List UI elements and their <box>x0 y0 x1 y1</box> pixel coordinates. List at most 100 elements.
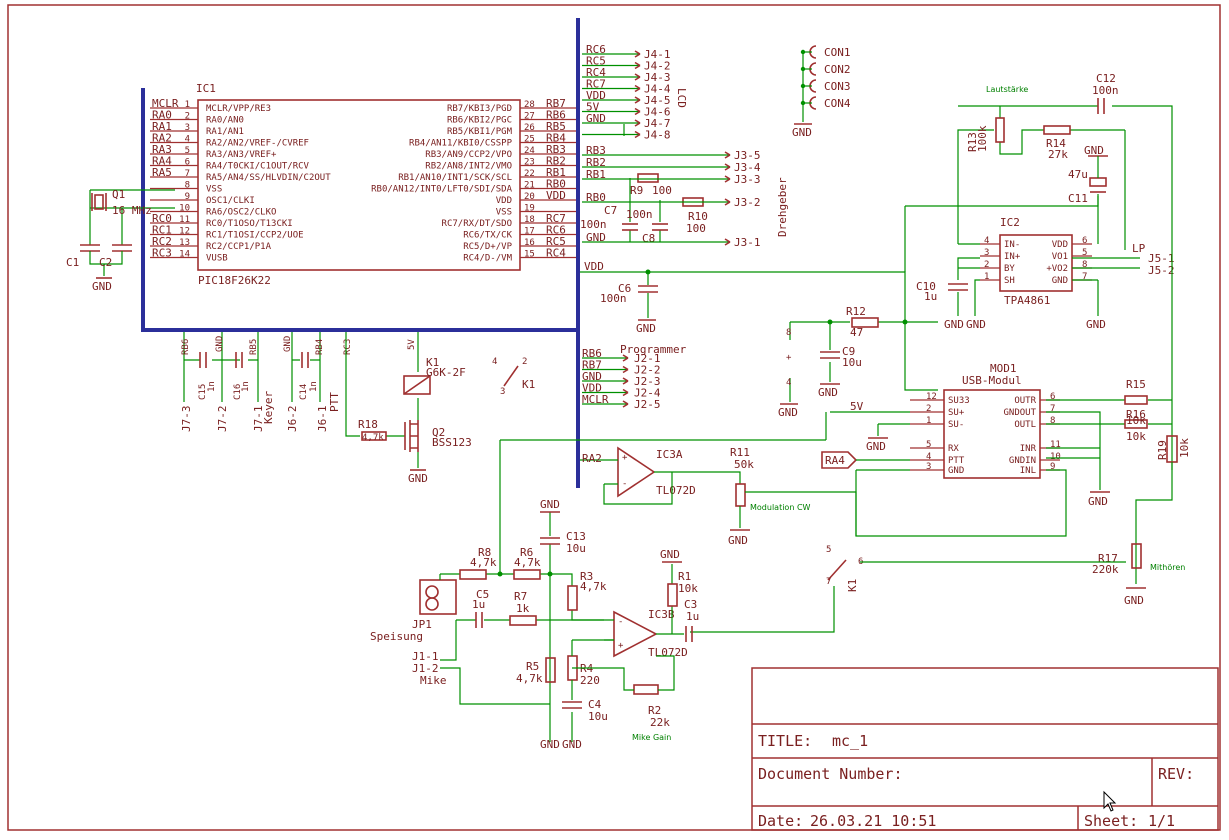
c12-name: C12 <box>1096 72 1116 85</box>
r19-value: 10k <box>1178 438 1191 458</box>
ic1-pinnum-left: 8 <box>185 181 190 191</box>
ic1-pinnum-left: 9 <box>185 192 190 202</box>
mod1-pinfunc: RX <box>948 444 959 454</box>
prog-pin: J2-3 <box>634 375 661 388</box>
c15-name: C15 <box>198 384 208 400</box>
c4-value: 10u <box>588 710 608 723</box>
ic1-net-left: RA5 <box>152 166 172 179</box>
mod1-pinnum: 3 <box>926 462 931 472</box>
r5-name: R5 <box>526 660 539 673</box>
mod1-pinfunc: GNDOUT <box>1003 408 1036 418</box>
keyer-label: Keyer <box>262 391 275 424</box>
lcd-pin: J4-1 <box>644 48 671 61</box>
con-pin: CON3 <box>824 80 851 93</box>
ic1-net-left: RA0 <box>152 109 172 122</box>
k1-switch-name: K1 <box>522 378 535 391</box>
ic2-pinfunc: VO1 <box>1052 252 1068 262</box>
ptt-label: PTT <box>328 392 341 412</box>
lcd-net: RC6 <box>586 43 606 56</box>
ic1-net-right: RB2 <box>546 155 566 168</box>
ic1-body <box>197 99 521 271</box>
r12-name: R12 <box>846 305 866 318</box>
c13-name: C13 <box>566 530 586 543</box>
con-pin: CON2 <box>824 63 851 76</box>
c9-gnd: GND <box>818 386 838 399</box>
net-gnd-b2: GND <box>283 336 293 352</box>
c4-name: C4 <box>588 698 602 711</box>
c10-value: 1u <box>924 290 937 303</box>
ic1-net-right: RB4 <box>546 132 566 145</box>
date-value: 26.03.21 10:51 <box>810 812 936 830</box>
j1-2: J1-2 <box>412 662 439 675</box>
ic2-gnd1: GND <box>944 318 964 331</box>
ic1-pinfunc-right: RC4/D-/VM <box>463 254 512 264</box>
svg-text:+: + <box>618 641 624 651</box>
ic1-pinfunc-right: RC5/D+/VP <box>463 242 512 252</box>
ic1-pinnum-right: 16 <box>524 238 535 248</box>
jp1-label: Speisung <box>370 630 423 643</box>
ic3b: -+ IC3B TL072D C3 1u R1 10k GND GND C13 … <box>370 498 699 751</box>
ic1-net-right: RC7 <box>546 212 566 225</box>
ic1-pinnum-right: 24 <box>524 146 535 156</box>
ic1-pinfunc-right: RB7/KBI3/PGD <box>447 104 512 114</box>
j6-1: J6-1 <box>316 406 329 433</box>
ic1-net-left: RC0 <box>152 212 172 225</box>
net-rc3-bottom: RC3 <box>343 339 353 355</box>
ic3a-part: TL072D <box>656 484 696 497</box>
ic1-net-right: RC5 <box>546 235 566 248</box>
lcd-net: GND <box>586 112 606 125</box>
prog-net: MCLR <box>582 393 609 406</box>
ic1-pinnum-right: 18 <box>524 215 535 225</box>
ic3b-name: IC3B <box>648 608 675 621</box>
k1-pin4: 4 <box>492 357 497 367</box>
mod1-pinnum: 11 <box>1050 440 1061 450</box>
r13-value: 100k <box>976 125 989 152</box>
k1-5v: 5V <box>407 339 417 350</box>
dreh-net: RB3 <box>586 144 606 157</box>
bus-main <box>141 18 580 332</box>
c14-name: C14 <box>299 384 309 400</box>
net-rb6-bottom: RB6 <box>181 339 191 355</box>
r5-gnd: GND <box>540 738 560 751</box>
mod1-pinfunc: GND <box>948 466 964 476</box>
r3-value: 4,7k <box>580 580 607 593</box>
lcd-net: RC7 <box>586 78 606 91</box>
vdd-c6: VDD C6 100n GND <box>580 260 938 391</box>
mod1-pinnum: 1 <box>926 416 931 426</box>
ic1-net-left: RA3 <box>152 143 172 156</box>
c8-value: 100n <box>626 208 653 221</box>
mod1-name: MOD1 <box>990 362 1017 375</box>
prog-net: RB7 <box>582 359 602 372</box>
c2-name: C2 <box>99 256 112 269</box>
ic1-pinfunc-left: VSS <box>206 185 222 195</box>
ic1-pinnum-right: 23 <box>524 158 535 168</box>
con-gnd: GND <box>792 126 812 139</box>
drehgeber-connector: Drehgeber R9 100 R10 100 C7 100n 100n C8… <box>580 144 789 249</box>
ic1-pinnum-right: 26 <box>524 123 535 133</box>
ic1-pinnum-right: 17 <box>524 227 535 237</box>
ic3b-part: TL072D <box>648 646 688 659</box>
r15-value: 10k <box>1126 414 1146 427</box>
ic1-pinnum-left: 2 <box>185 112 190 122</box>
ic1-pinnum-left: 3 <box>185 123 190 133</box>
ic1-net-right: RB3 <box>546 143 566 156</box>
sheet-label: Sheet: <box>1084 812 1138 830</box>
ic1-pinfunc-left: RA6/OSC2/CLKO <box>206 208 276 218</box>
ic1-net-left: RC1 <box>152 224 172 237</box>
r17-value: 220k <box>1092 563 1119 576</box>
r2-name: R2 <box>648 704 661 717</box>
ic1-pinnum-right: 25 <box>524 135 535 145</box>
mod1-5v: 5V <box>850 400 864 413</box>
programmer-label: Programmer <box>620 343 687 356</box>
mod1-pinfunc: GNDIN <box>1009 456 1036 466</box>
mod1-pinfunc: SU33 <box>948 396 970 406</box>
ic1-pinfunc-left: RC2/CCP1/P1A <box>206 242 272 252</box>
ic1-pinnum-left: 1 <box>185 100 190 110</box>
c15-value: 1n <box>207 381 217 392</box>
mod1-pinfunc: PTT <box>948 456 965 466</box>
ic1-pinfunc-right: RB3/AN9/CCP2/VPO <box>425 150 512 160</box>
k1-lower-name: K1 <box>846 579 859 592</box>
ic1-pinfunc-left: RC1/T1OSI/CCP2/UOE <box>206 231 304 241</box>
lcd-net: RC4 <box>586 66 606 79</box>
